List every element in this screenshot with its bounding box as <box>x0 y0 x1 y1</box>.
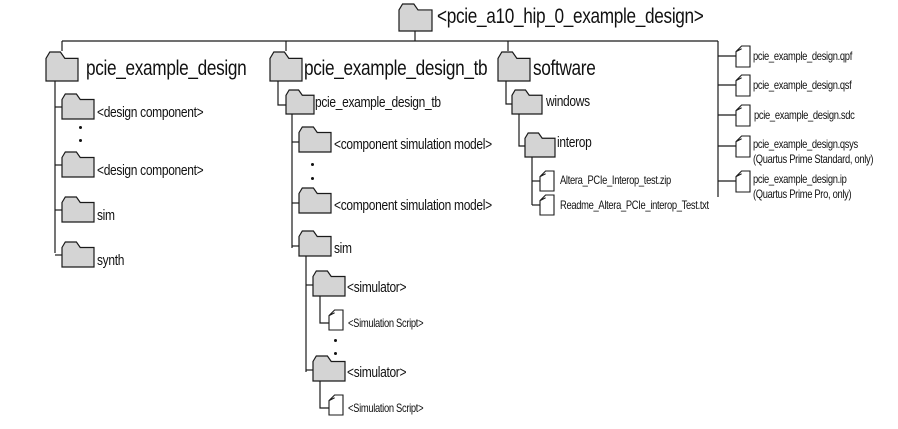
component-sim-model-label-2: <component simulation model> <box>334 197 492 214</box>
folder-icon <box>61 93 95 120</box>
file-icon <box>735 170 751 193</box>
interop-zip-label: Altera_PCIe_Interop_test.zip <box>560 173 671 187</box>
tb-sim-label: sim <box>334 240 352 257</box>
ellipsis-dot <box>311 177 314 180</box>
interop-readme-label: Readme_Altera_PCIe_interop_Test.txt <box>560 198 709 212</box>
root-folder-label: <pcie_a10_hip_0_example_design> <box>437 5 704 28</box>
testbench-folder-icon <box>269 51 303 82</box>
script-file-icon <box>328 394 344 416</box>
connector-line <box>319 381 329 409</box>
software-folder-label: software <box>533 57 596 80</box>
folder-icon <box>298 187 332 214</box>
qsys-file-note: (Quartus Prime Standard, only) <box>753 152 874 166</box>
connector-line <box>505 81 512 105</box>
simulation-script-label-2: <Simulation Script> <box>348 401 424 415</box>
qpf-file-label: pcie_example_design.qpf <box>753 49 852 63</box>
file-icon <box>735 45 751 68</box>
file-icon <box>735 74 751 97</box>
connector-line <box>518 114 525 147</box>
windows-folder-label: windows <box>546 93 590 110</box>
connector-line <box>277 81 286 106</box>
ip-file-label: pcie_example_design.ip <box>753 172 847 186</box>
testbench-subfolder-label: pcie_example_design_tb <box>315 94 441 111</box>
ellipsis-dot <box>334 339 337 342</box>
connector-line <box>319 296 329 324</box>
simulator-folder-icon <box>312 270 346 297</box>
file-icon <box>539 170 555 192</box>
folder-icon <box>61 196 95 223</box>
testbench-folder-label: pcie_example_design_tb <box>304 57 488 80</box>
tree-connectors <box>54 31 736 409</box>
tree-icons <box>45 3 751 416</box>
simulator-label-1: <simulator> <box>347 279 407 296</box>
windows-folder-icon <box>511 89 543 115</box>
file-icon <box>735 135 751 158</box>
folder-icon <box>298 230 332 257</box>
ellipsis-dot <box>79 139 82 142</box>
root-folder-icon <box>398 3 433 32</box>
simulator-label-2: <simulator> <box>347 364 407 381</box>
sdc-file-label: pcie_example_design.sdc <box>754 108 855 122</box>
file-icon <box>735 104 751 127</box>
folder-icon <box>61 241 95 268</box>
design-folder-label: pcie_example_design <box>86 57 247 80</box>
ellipsis-dot <box>334 352 337 355</box>
design-component-label-1: <design component> <box>97 104 204 121</box>
qsys-file-label: pcie_example_design.qsys <box>753 137 858 151</box>
simulation-script-label-1: <Simulation Script> <box>348 316 424 330</box>
interop-folder-label: interop <box>557 134 592 151</box>
folder-icon <box>298 126 332 153</box>
tb-subfolder-icon <box>285 89 315 115</box>
design-sim-label: sim <box>97 207 115 224</box>
ip-file-note: (Quartus Prime Pro, only) <box>753 187 852 201</box>
ellipsis-dot <box>79 126 82 129</box>
script-file-icon <box>328 309 344 331</box>
software-folder-icon <box>497 51 531 82</box>
component-sim-model-label-1: <component simulation model> <box>334 136 492 153</box>
design-component-label-2: <design component> <box>97 162 204 179</box>
interop-folder-icon <box>524 132 556 158</box>
ellipsis-dot <box>311 163 314 166</box>
folder-icon <box>61 151 95 178</box>
design-synth-label: synth <box>97 252 125 269</box>
file-icon <box>539 194 555 216</box>
simulator-folder-icon <box>312 355 346 382</box>
design-folder-icon <box>45 51 79 82</box>
qsf-file-label: pcie_example_design.qsf <box>753 78 852 92</box>
